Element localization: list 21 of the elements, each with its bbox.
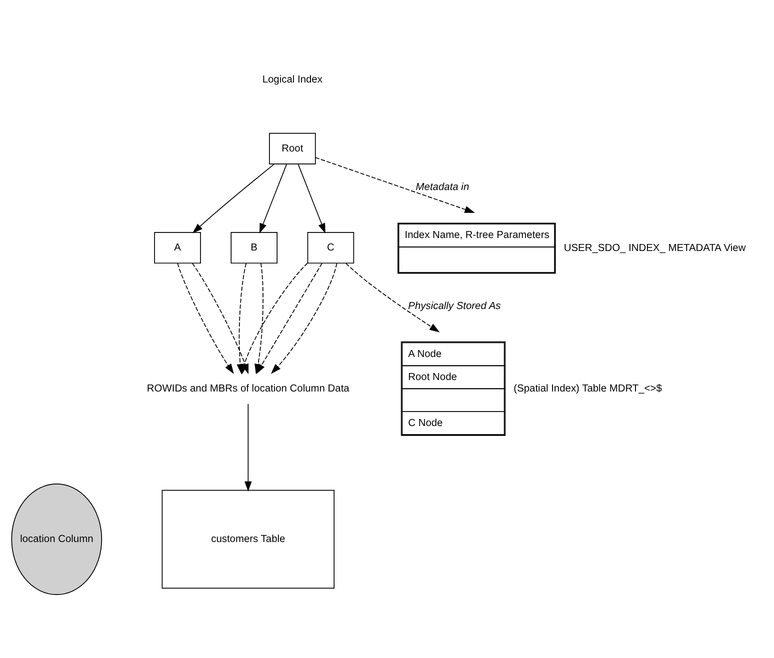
node-box: C	[307, 232, 354, 264]
arrow	[314, 156, 475, 212]
edge-label: Metadata in	[416, 182, 470, 193]
node-box: customers Table	[162, 489, 335, 588]
node-ellipse: location Column	[11, 483, 102, 595]
arrow	[298, 163, 326, 234]
arrow	[244, 403, 252, 492]
node-box: Root	[269, 132, 316, 164]
arrow	[345, 262, 440, 332]
node-text: ROWIDs and MBRs of location Column Data	[146, 382, 350, 394]
arrow	[177, 262, 234, 374]
arrow	[259, 163, 288, 234]
node-label: USER_SDO_ INDEX_ METADATA View	[564, 242, 746, 254]
arrow	[270, 262, 338, 374]
node-label: (Spatial Index) Table MDRT_<>$	[514, 382, 662, 394]
node-box: B	[230, 232, 278, 264]
arrow	[256, 262, 322, 374]
edge-label: Physically Stored As	[408, 300, 501, 312]
label: Logical Index	[262, 74, 322, 85]
node-box: A	[154, 232, 201, 264]
arrow	[192, 163, 275, 233]
